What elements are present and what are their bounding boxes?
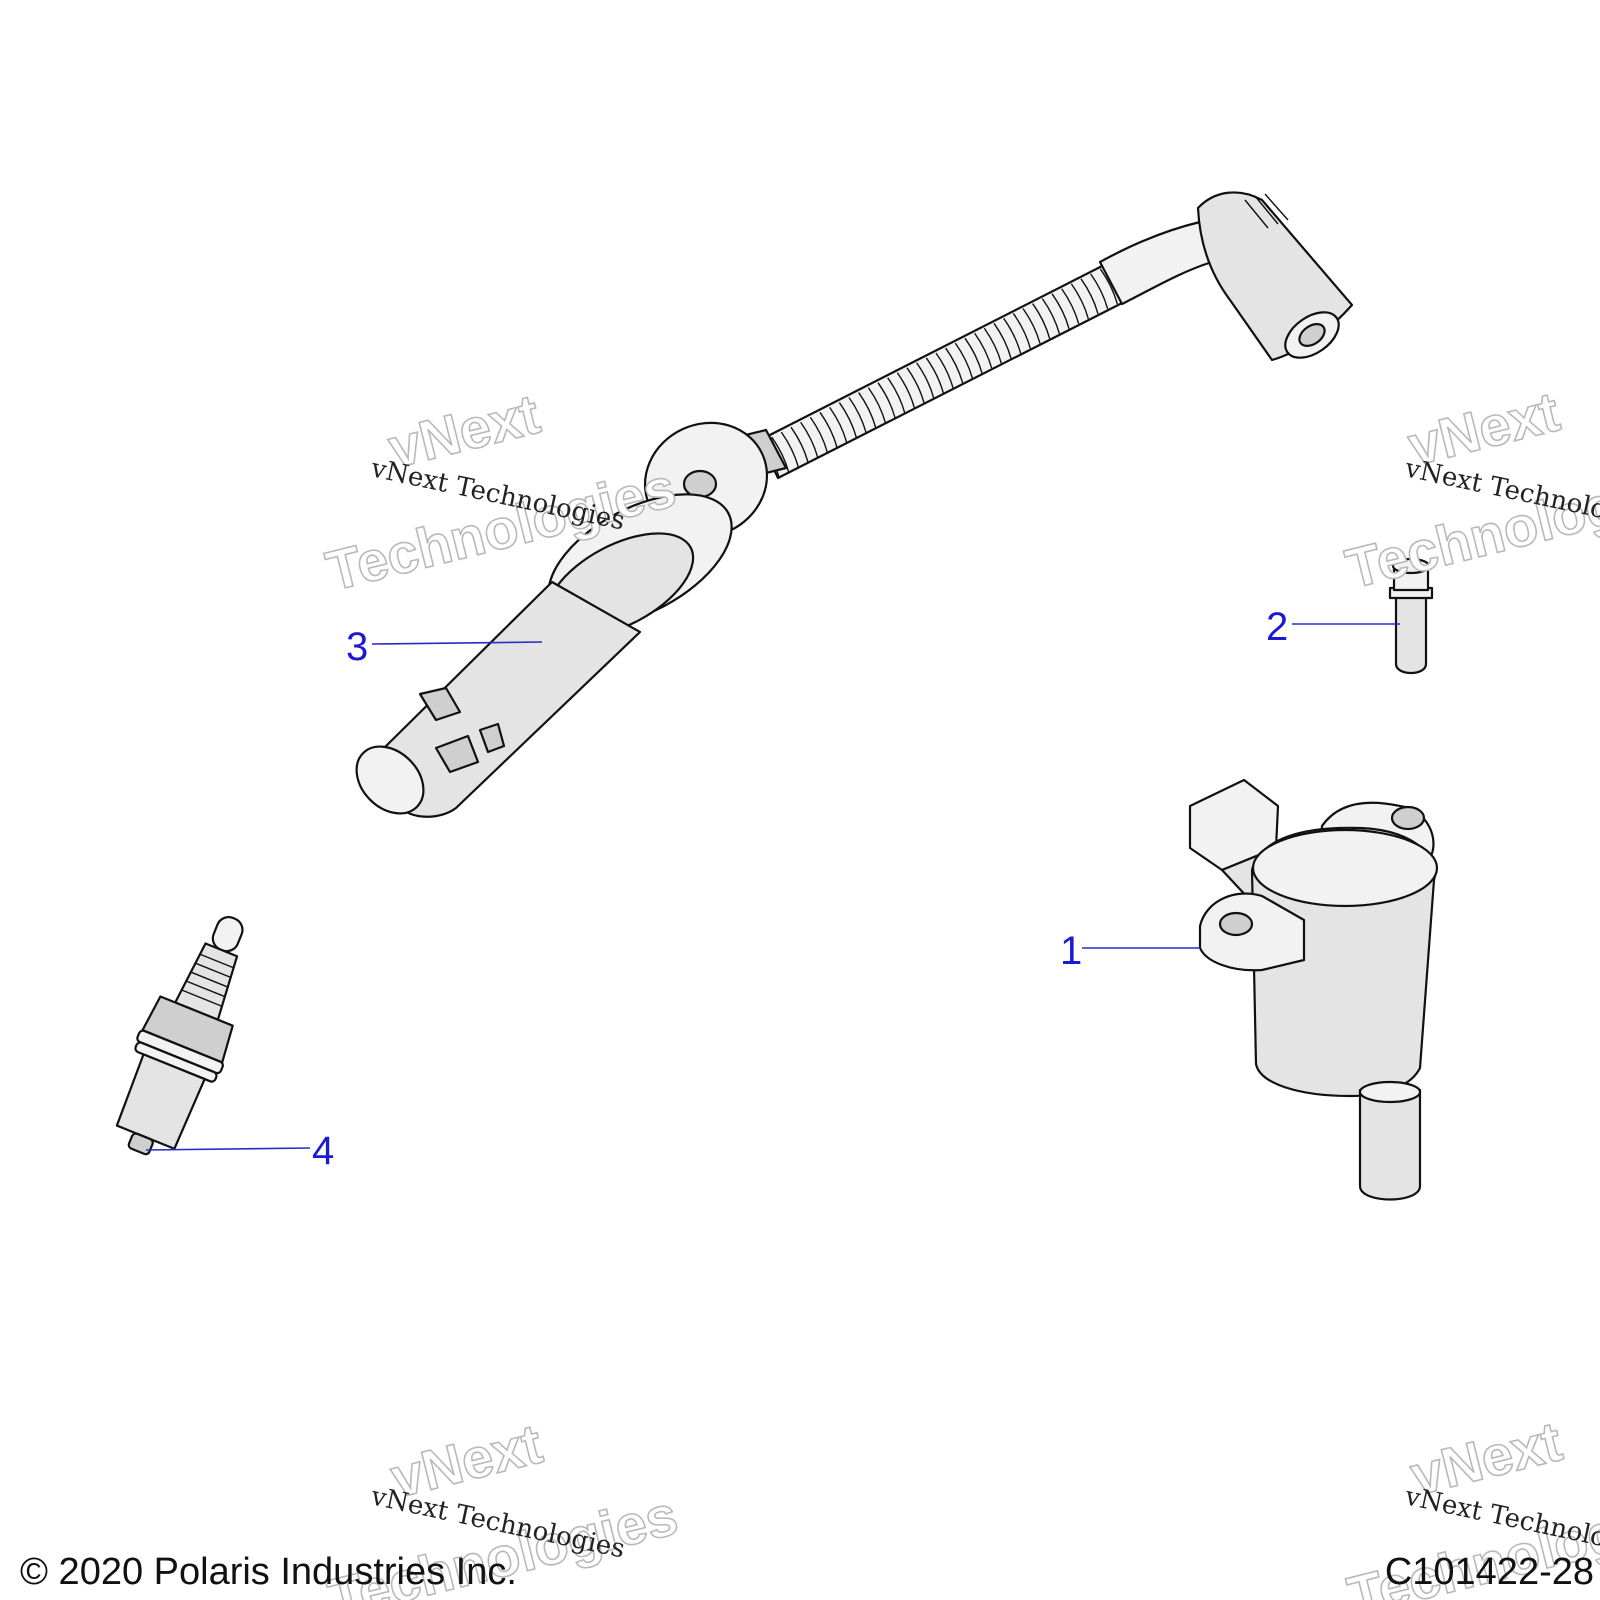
drawing-id-text: C101422-28 <box>1385 1551 1594 1593</box>
callout-4[interactable]: 4 <box>145 1129 334 1173</box>
cable-rib <box>1032 303 1051 339</box>
cable-rib <box>945 347 964 384</box>
part-3-coil-lead <box>355 191 1354 818</box>
callout-1[interactable]: 1 <box>1060 929 1200 973</box>
callout-number-2[interactable]: 2 <box>1266 605 1288 649</box>
callout-number-1[interactable]: 1 <box>1060 929 1082 973</box>
cable-rib <box>1090 273 1109 310</box>
cable-rib <box>896 372 916 408</box>
cable-rib <box>887 377 906 413</box>
cable-rib <box>867 387 887 423</box>
cable-rib <box>974 332 993 369</box>
cable-rib <box>983 327 1003 364</box>
cable-rib <box>877 382 896 418</box>
cable-rib <box>1012 313 1032 349</box>
callout-number-3[interactable]: 3 <box>346 625 368 669</box>
cable-rib <box>935 352 954 389</box>
cable-rib <box>771 436 790 473</box>
cable-rib <box>1041 298 1061 334</box>
part-4-spark-plug <box>115 916 244 1156</box>
cable-rib <box>858 392 877 428</box>
cable-rib <box>1061 288 1080 324</box>
part-1-ignition-coil <box>1188 778 1439 1201</box>
callout-3[interactable]: 3 <box>346 625 543 669</box>
cable-rib <box>848 397 867 433</box>
cable-rib <box>964 337 983 374</box>
cable-rib <box>819 411 838 448</box>
leader-line-3 <box>371 641 543 645</box>
cable-rib <box>1099 268 1119 305</box>
cable-rib <box>1051 293 1070 329</box>
cable-rib <box>1080 278 1099 315</box>
cable-rib <box>809 416 829 453</box>
cable-rib <box>1022 308 1041 344</box>
cable-rib <box>954 342 974 379</box>
cable-rib <box>780 431 800 468</box>
cable-rib <box>1070 283 1090 319</box>
spark-plug-boot <box>355 580 642 818</box>
cable-rib <box>906 367 925 404</box>
cable-rib <box>1003 317 1022 354</box>
cable-rib <box>838 402 858 438</box>
leader-line-4 <box>145 1147 311 1151</box>
part-2-bolt <box>1388 557 1434 675</box>
cable-corrugated <box>758 260 1130 480</box>
copyright-text: © 2020 Polaris Industries Inc. <box>20 1551 517 1593</box>
cable-rib <box>790 426 809 463</box>
callout-number-4[interactable]: 4 <box>312 1129 334 1173</box>
cable-rib <box>925 357 945 394</box>
cable-rib <box>829 406 848 443</box>
cable-rib <box>916 362 935 399</box>
cable-rib <box>993 322 1012 359</box>
cable-rib <box>800 421 819 458</box>
cable-right-angle-boot <box>1098 191 1354 362</box>
callout-2[interactable]: 2 <box>1266 605 1400 649</box>
